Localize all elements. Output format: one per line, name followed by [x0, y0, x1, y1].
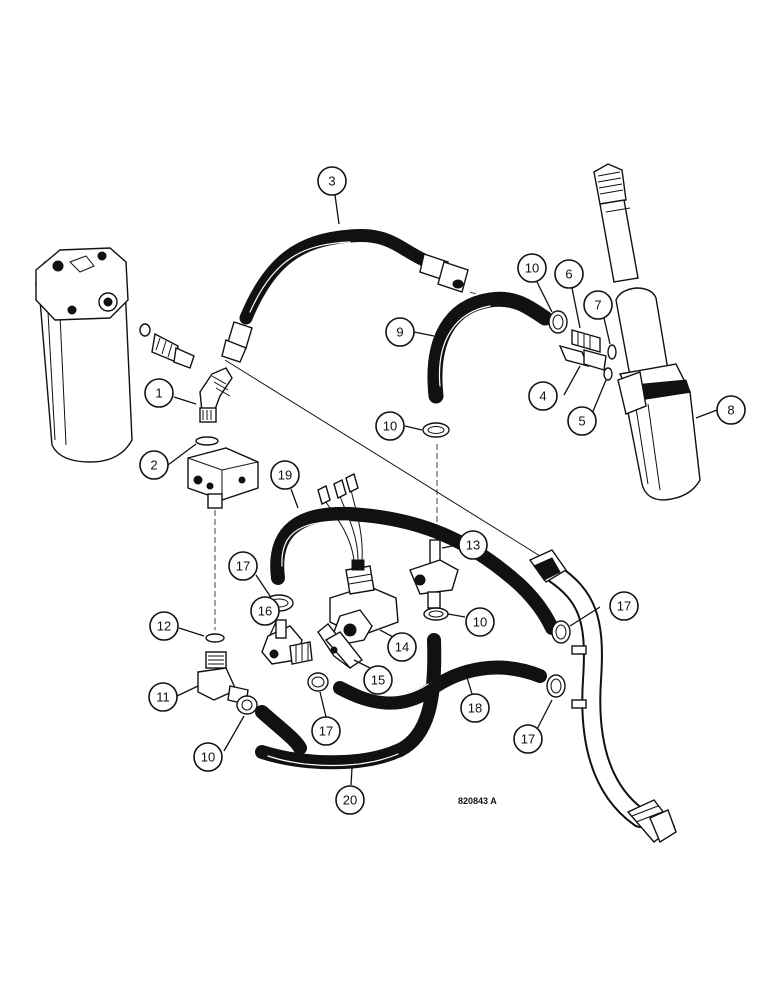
callout-10-a: 10: [517, 253, 547, 283]
part-14-solenoid-valve: [317, 472, 399, 645]
callout-9: 9: [385, 317, 415, 347]
part-17-clamp-b: [307, 672, 329, 692]
svg-text:13: 13: [466, 538, 480, 553]
callout-17-c: 17: [609, 591, 639, 621]
callout-6: 6: [554, 259, 584, 289]
svg-text:6: 6: [565, 267, 572, 282]
callout-17-d: 17: [513, 724, 543, 754]
part-10-clamp-b: [422, 422, 450, 438]
svg-text:10: 10: [201, 750, 215, 765]
part-10-clamp-c: [423, 607, 449, 621]
callout-13: 13: [458, 530, 488, 560]
callout-10-c: 10: [465, 607, 495, 637]
svg-text:4: 4: [539, 389, 546, 404]
filter-assembly: [35, 247, 133, 463]
part-1-fitting: [199, 367, 233, 423]
callout-20: 20: [335, 785, 365, 815]
callout-17-a: 17: [228, 551, 258, 581]
callout-7: 7: [583, 290, 613, 320]
callout-8: 8: [716, 395, 746, 425]
filter-adapter-fitting: [139, 323, 195, 369]
callout-16: 16: [250, 596, 280, 626]
part-10-clamp-d: [236, 695, 258, 715]
svg-text:9: 9: [396, 325, 403, 340]
callout-18: 18: [460, 693, 490, 723]
svg-text:17: 17: [319, 724, 333, 739]
svg-text:10: 10: [383, 419, 397, 434]
svg-text:16: 16: [258, 604, 272, 619]
svg-text:2: 2: [150, 458, 157, 473]
leader-lines: [167, 194, 718, 786]
svg-text:5: 5: [578, 414, 585, 429]
svg-text:15: 15: [371, 673, 385, 688]
svg-text:14: 14: [395, 640, 409, 655]
part-15-bracket: [317, 623, 364, 669]
callout-5: 5: [567, 406, 597, 436]
part-4-adapter: [558, 344, 607, 371]
part-11-elbow: [197, 651, 249, 705]
callout-4: 4: [528, 381, 558, 411]
part-2-o-ring: [195, 436, 219, 446]
svg-text:12: 12: [157, 619, 171, 634]
part-5-o-ring: [603, 367, 613, 381]
callout-12: 12: [149, 611, 179, 641]
svg-text:3: 3: [328, 174, 335, 189]
part-3-hose: [221, 228, 469, 363]
part-17-clamp-c: [551, 620, 571, 644]
callout-2: 2: [139, 450, 169, 480]
part-13-tee-fitting: [409, 539, 459, 609]
svg-text:7: 7: [594, 298, 601, 313]
part-6-fitting: [571, 329, 601, 353]
part-9-hose: [427, 291, 553, 404]
callout-17-b: 17: [311, 716, 341, 746]
svg-text:18: 18: [468, 701, 482, 716]
part-19-hose: [270, 506, 559, 635]
svg-text:20: 20: [343, 793, 357, 808]
figure-code: 820843 A: [458, 796, 497, 806]
svg-text:11: 11: [156, 690, 170, 705]
callout-10-b: 10: [375, 411, 405, 441]
callout-14: 14: [387, 632, 417, 662]
part-16-tee: [261, 619, 313, 665]
svg-text:19: 19: [278, 468, 292, 483]
steel-tube: [528, 549, 677, 844]
part-7-o-ring: [607, 344, 617, 360]
svg-text:10: 10: [473, 615, 487, 630]
svg-text:8: 8: [727, 403, 734, 418]
part-12-o-ring: [205, 633, 225, 643]
part-10-clamp-a: [548, 310, 568, 334]
part-17-clamp-d: [546, 674, 566, 698]
callout-1: 1: [144, 378, 174, 408]
part-8-steering-unit: [593, 163, 701, 501]
callout-10-d: 10: [193, 742, 223, 772]
svg-text:10: 10: [525, 261, 539, 276]
callout-3: 3: [317, 166, 347, 196]
svg-text:17: 17: [617, 599, 631, 614]
svg-text:17: 17: [236, 559, 250, 574]
guide-line: [224, 359, 541, 557]
svg-text:17: 17: [521, 732, 535, 747]
callout-11: 11: [148, 682, 178, 712]
part-18-hose: [333, 660, 547, 710]
svg-text:1: 1: [155, 386, 162, 401]
callout-15: 15: [363, 665, 393, 695]
valve-block: [187, 447, 259, 509]
callout-19: 19: [270, 460, 300, 490]
